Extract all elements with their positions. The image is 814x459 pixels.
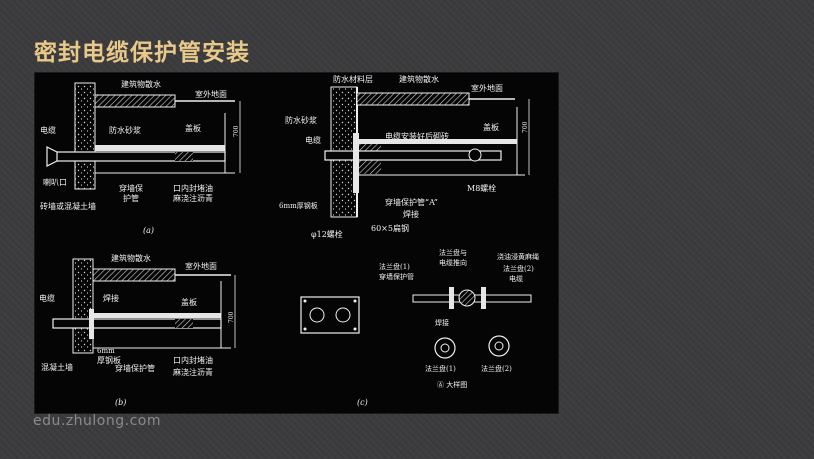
panel-b-cover-plate-label: 盖板	[181, 297, 197, 307]
panel-b-seal	[175, 319, 193, 328]
panel-b-caption: (b)	[115, 398, 126, 407]
panel-c-caption: (c)	[357, 398, 368, 407]
cable-pipe-diagram: 700 建筑物散水 室外地面 电缆 防水砂浆 盖板 喇叭口 穿墙保 护管 口内封…	[34, 72, 559, 414]
panel-r-steel-plate-label: 6mm厚钢板	[279, 201, 318, 210]
panel-r-scatter-water	[356, 92, 470, 106]
panel-r-steel-plate	[353, 133, 359, 193]
panel-c-corner-hole	[303, 299, 307, 303]
panel-b-cover-plate	[93, 313, 221, 318]
panel-b-scatter-water-label: 建筑物散水	[111, 253, 151, 263]
panel-a-bell-mouth-label: 喇叭口	[43, 177, 67, 187]
panel-b-welding-label: 焊接	[103, 293, 119, 303]
panel-a-wall	[74, 82, 96, 190]
panel-r-flat-steel-label: 60×5扁钢	[371, 223, 409, 233]
panel-b-seal-label-1: 口内封堵油	[173, 355, 213, 365]
panel-right: 700 防水材料层 建筑物散水 室外地面 防水砂浆 盖板 电缆 电缆安装好后砌砖…	[279, 74, 530, 239]
panel-b-steel-plate-label-1: 6mm	[97, 347, 115, 355]
panel-c-flange1-b-label: 法兰盘(1)	[425, 364, 456, 373]
panel-b-seal-label-2: 麻浇注沥青	[173, 367, 213, 377]
panel-c-corner-hole	[353, 327, 357, 331]
panel-c-flange2-label: 法兰盘(2)	[503, 264, 534, 273]
panel-a-scatter-water-label: 建筑物散水	[121, 79, 161, 89]
panel-c-flange1-hole	[440, 343, 450, 353]
panel-b-wall-pipe-label: 穿墙保护管	[115, 363, 155, 373]
panel-a-dim: 700	[233, 125, 240, 137]
panel-c-flange-1	[449, 287, 454, 309]
panel-c-flange2-b-label: 法兰盘(2)	[481, 364, 512, 373]
panel-a-cover-plate-label: 盖板	[185, 123, 201, 133]
panel-b-steel-plate	[89, 309, 94, 339]
panel-a-wall-pipe-label-2: 护管	[123, 193, 139, 203]
panel-c-flange2-hole	[494, 341, 504, 351]
panel-a-cover-plate	[95, 145, 225, 151]
panel-a-waterproof-mortar-label: 防水砂浆	[109, 125, 141, 135]
panel-a-outdoor-ground-label: 室外地面	[195, 89, 227, 99]
panel-c-flange1-label: 法兰盘(1)	[379, 262, 410, 271]
panel-b-wall-label: 混凝土墙	[41, 362, 73, 372]
panel-c-flange-push-label-2: 电缆推向	[439, 258, 467, 267]
panel-r-outdoor-ground-label: 室外地面	[471, 83, 503, 93]
panel-a: 700 建筑物散水 室外地面 电缆 防水砂浆 盖板 喇叭口 穿墙保 护管 口内封…	[40, 79, 241, 235]
panel-r-welding-label: 焊接	[403, 209, 419, 219]
panel-a-cable-label: 电缆	[40, 125, 56, 135]
panel-r-dim: 700	[522, 121, 529, 133]
panel-a-seal	[175, 152, 193, 161]
panel-c-hole-right	[335, 307, 351, 323]
panel-r-cover-plate-label: 盖板	[483, 122, 499, 132]
panel-a-caption: (a)	[143, 226, 154, 235]
panel-r-m8-bolt	[468, 148, 482, 162]
panel-c-flange-2	[481, 287, 486, 309]
panel-c-hole-left	[309, 307, 325, 323]
panel-r-m8-bolt-label: M8螺栓	[467, 183, 496, 193]
panel-a-seal-label-1: 口内封堵油	[173, 183, 213, 193]
panel-c: 法兰盘(1) 穿墙保护管 法兰盘与 电缆推向 浇油浸黄麻绳 法兰盘(2) 电缆 …	[300, 248, 539, 407]
panel-b-cable-label: 电缆	[39, 293, 55, 303]
panel-b-wall-pipe	[52, 318, 222, 329]
panel-r-wall-pipe	[324, 150, 502, 161]
panel-c-oil-hemp	[458, 289, 476, 307]
panel-c-cable-label: 电缆	[509, 274, 523, 283]
panel-c-welding-label: 焊接	[435, 318, 449, 327]
panel-a-seal-label-2: 麻浇注沥青	[173, 193, 213, 203]
slide-title: 密封电缆保护管安装	[34, 40, 250, 66]
panel-b-scatter-water	[92, 268, 176, 282]
panel-c-flange-push-label-1: 法兰盘与	[439, 248, 467, 257]
panel-b: 700 建筑物散水 室外地面 电缆 焊接 盖板 6mm 厚钢板 混凝土墙 穿墙保…	[39, 253, 236, 407]
panel-a-wall-label: 砖墙或混凝土墙	[40, 201, 96, 211]
panel-c-oil-hemp-label: 浇油浸黄麻绳	[497, 252, 539, 261]
watermark: edu.zhulong.com	[33, 413, 161, 429]
panel-a-wall-pipe	[54, 151, 226, 162]
panel-a-scatter-water	[94, 94, 176, 108]
panel-c-wall-pipe-label: 穿墙保护管	[379, 272, 414, 281]
panel-c-detail-label: Ⓐ 大样图	[437, 380, 467, 389]
panel-r-after-install-label: 电缆安装好后砌砖	[385, 131, 449, 141]
panel-b-wall	[72, 258, 94, 354]
panel-a-wall-pipe-label-1: 穿墙保	[119, 183, 143, 193]
panel-r-cover-plate	[357, 139, 517, 144]
panel-r-waterproof-layer-label: 防水材料层	[333, 74, 373, 84]
panel-c-corner-hole	[353, 299, 357, 303]
panel-r-wall-pipe-a-label: 穿墙保护管“A”	[385, 197, 438, 207]
panel-r-cable-label: 电缆	[305, 135, 321, 145]
panel-b-outdoor-ground-label: 室外地面	[185, 261, 217, 271]
panel-r-scatter-water-label: 建筑物散水	[399, 74, 439, 84]
panel-c-corner-hole	[303, 327, 307, 331]
panel-r-bolt12-label: φ12螺栓	[311, 229, 343, 239]
panel-b-steel-plate-label-2: 厚钢板	[97, 355, 121, 365]
panel-r-waterproof-mortar-label: 防水砂浆	[285, 115, 317, 125]
panel-b-dim: 700	[228, 311, 235, 323]
panel-a-bell-mouth	[46, 146, 58, 167]
